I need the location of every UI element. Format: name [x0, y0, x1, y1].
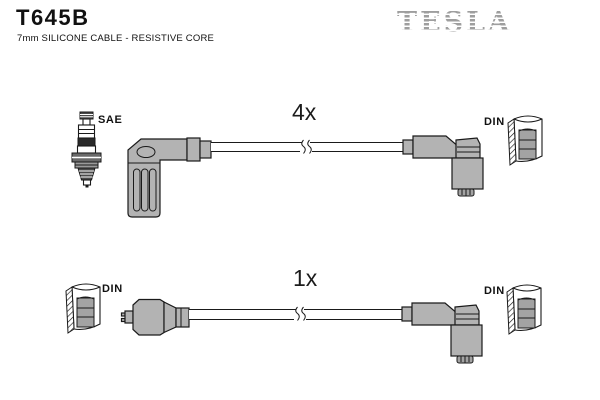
quantity-label: 4x — [292, 99, 317, 125]
spark-plug-icon — [71, 111, 102, 188]
cable-icon — [189, 306, 402, 321]
angled-boot-connector-icon — [401, 302, 483, 364]
din-terminal-icon — [65, 283, 101, 334]
sae-connector-label: SAE — [98, 114, 123, 126]
straight-boot-connector-icon — [120, 298, 190, 336]
product-description: 7mm SILICONE CABLE - RESISTIVE CORE — [17, 33, 215, 44]
din-connector-label: DIN — [484, 285, 505, 297]
din-terminal-icon — [507, 115, 543, 166]
quantity-label: 1x — [293, 265, 318, 291]
cable-icon — [211, 139, 403, 154]
din-terminal-icon — [506, 284, 542, 335]
tesla-logo: TESLA — [397, 7, 513, 38]
din-connector-label: DIN — [102, 283, 123, 295]
angled-boot-connector-icon — [127, 137, 212, 218]
angled-boot-connector-icon — [402, 135, 484, 197]
part-number: T645B — [16, 5, 90, 30]
din-connector-label: DIN — [484, 116, 505, 128]
